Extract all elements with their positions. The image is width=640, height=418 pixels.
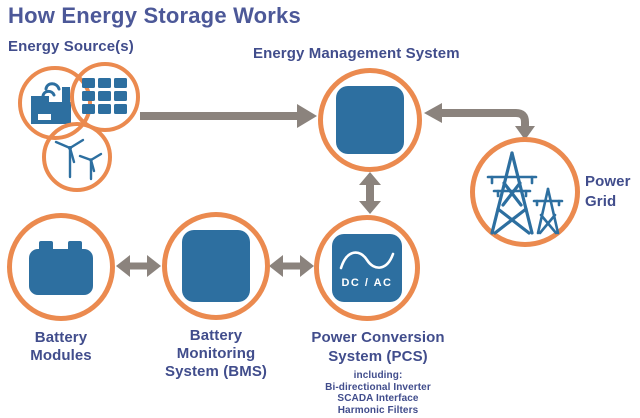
energy-source-wind-circle: [42, 122, 112, 192]
ems-label: Energy Management System: [253, 45, 460, 62]
sine-wave-inverter-icon: DC / AC: [332, 234, 402, 302]
wind-turbine-icon: [54, 138, 103, 181]
dc-ac-badge: DC / AC: [341, 277, 393, 289]
battery-icon: [29, 240, 93, 295]
bms-blue-square-icon: [182, 230, 250, 302]
arrow-sources-to-ems: [140, 104, 317, 128]
solar-panel-icon: [82, 78, 127, 114]
battery-modules-circle: [7, 213, 115, 321]
transmission-tower-icon: [486, 151, 564, 235]
arrow-ems-to-pcs: [359, 172, 381, 214]
battery-modules-label: Battery Modules: [30, 329, 92, 364]
energy-source-solar-circle: [70, 62, 140, 132]
bms-label: Battery Monitoring System (BMS): [164, 327, 268, 380]
ems-blue-square-icon: [336, 86, 404, 154]
pcs-circle: DC / AC: [314, 215, 420, 321]
arrow-ems-to-grid: [424, 103, 535, 140]
factory-icon: [31, 82, 71, 124]
pcs-sublabel: including: Bi-directional Inverter SCADA…: [325, 370, 431, 416]
bms-circle: [162, 212, 270, 320]
sine-wave-icon: [339, 251, 395, 270]
power-grid-circle: [470, 137, 580, 247]
page-title: How Energy Storage Works: [8, 3, 301, 28]
pcs-label: Power Conversion System (PCS) including:…: [296, 328, 460, 416]
energy-sources-label: Energy Source(s): [8, 38, 134, 55]
power-grid-label: Power Grid: [585, 173, 631, 210]
arrow-bms-to-pcs: [269, 255, 314, 277]
ems-circle: [318, 68, 422, 172]
arrow-battery-to-bms: [116, 255, 161, 277]
